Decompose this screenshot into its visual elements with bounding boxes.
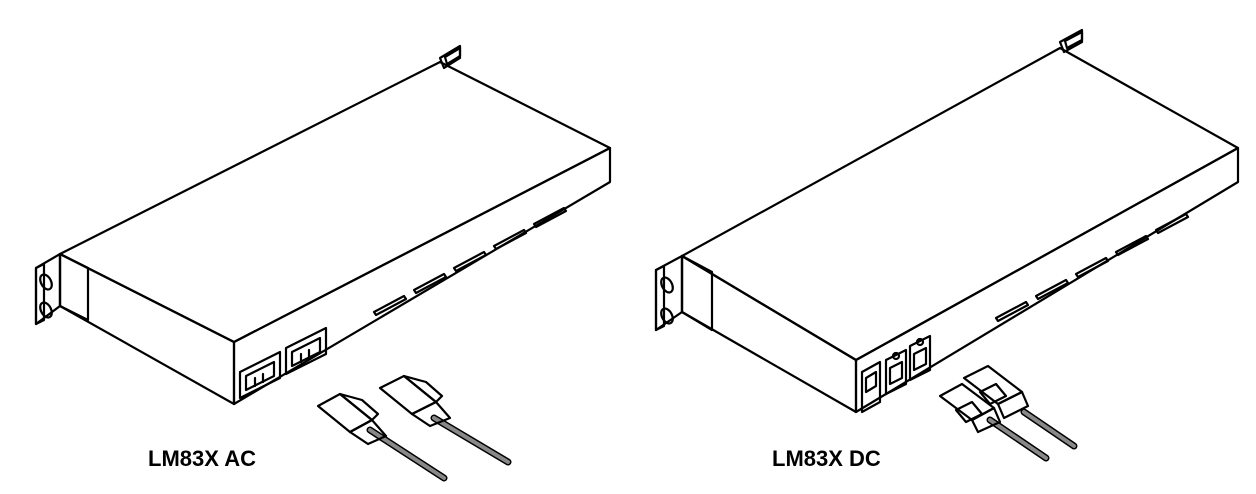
- ac-front-rack-ear: [34, 252, 62, 326]
- ac-side-panel: [58, 252, 236, 406]
- ac-unit-label: LM83X AC: [148, 446, 256, 471]
- ac-ear-hole-bottom: [39, 301, 53, 319]
- ac-power-inlet-2: [284, 326, 328, 376]
- dc-side-panel: [680, 254, 858, 414]
- dc-side-shade: [680, 254, 714, 332]
- ac-power-cord-1: [316, 392, 448, 482]
- dc-ear-hole-bottom: [660, 307, 674, 325]
- dc-vent-slots: [994, 212, 1190, 323]
- ac-rear-rack-ear: [438, 44, 462, 70]
- dc-terminal-block-1: [884, 348, 908, 396]
- ac-top-panel: [58, 60, 612, 344]
- ac-power-cord-2: [378, 374, 512, 466]
- dc-front-panel: [854, 146, 1240, 414]
- dc-ear-hole-top: [660, 276, 674, 294]
- ac-front-panel: [232, 146, 612, 406]
- dc-power-cord-2: [962, 364, 1078, 450]
- ac-ear-hole-top: [39, 273, 53, 291]
- dc-power-switch: [860, 360, 882, 414]
- ac-unit: [34, 44, 612, 482]
- ac-side-shade: [58, 252, 90, 322]
- ac-vent-slots: [372, 206, 568, 317]
- dc-terminal-block-2: [908, 334, 932, 382]
- ac-power-inlet-1: [238, 350, 282, 400]
- dc-unit: [654, 28, 1240, 462]
- dc-unit-label: LM83X DC: [772, 446, 881, 471]
- dc-front-rack-ear: [654, 254, 684, 332]
- dc-power-cord-1: [938, 382, 1050, 462]
- dc-top-panel: [680, 46, 1240, 362]
